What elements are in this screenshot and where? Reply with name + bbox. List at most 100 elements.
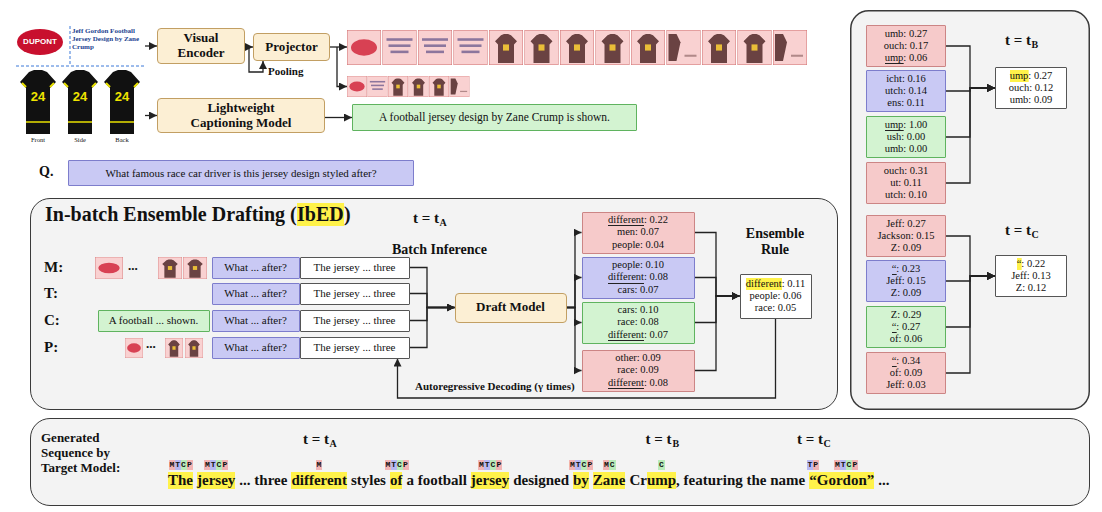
image-tile [383, 30, 417, 65]
box-text: The jersey ... three [314, 314, 396, 327]
box-text: cars: 0.07 [618, 284, 659, 296]
box-text: different: 0.22 [608, 214, 668, 226]
box-text: “: 0.27 [892, 321, 921, 333]
edge-label: Autoregressive Decoding (γ times) [415, 380, 575, 393]
source-marker: MTCP [834, 460, 858, 470]
box-text: ens: 0.11 [887, 97, 925, 109]
question-box: What ... after? [212, 283, 300, 305]
sequence-token: ... three [239, 472, 287, 489]
box-text: “: 0.23 [892, 263, 921, 275]
box-text: The jersey ... three [314, 341, 396, 354]
sequence-token: The [168, 472, 193, 489]
sequence-token: jersey [471, 472, 509, 489]
box-text: Visual Encoder [165, 31, 237, 61]
prefix-box: The jersey ... three [300, 257, 410, 279]
jersey-figure [62, 70, 98, 134]
image-tile [388, 76, 408, 97]
step-label: Ensemble Rule [735, 226, 815, 258]
connector-arrow [245, 46, 253, 47]
connector-arrow [410, 294, 455, 308]
box-text: people: 0.10 [612, 259, 664, 271]
sequence-token: styles [351, 472, 386, 489]
box-text: Lightweight Captioning Model [179, 101, 304, 131]
row-label: P: [44, 339, 58, 356]
distribution-box: other: 0.09race: 0.09different: 0.08 [582, 350, 695, 392]
box-text: race: 0.09 [617, 364, 658, 376]
panel-title: ) [344, 203, 351, 226]
prefix-box: The jersey ... three [300, 337, 410, 359]
image-tile [125, 338, 143, 358]
image-tile [596, 30, 630, 65]
box-text: ump: 0.27 [1010, 70, 1053, 82]
box-text: people: 0.06 [750, 290, 802, 302]
connector-arrow [410, 308, 455, 321]
panel-title: IbED [297, 203, 344, 226]
branch-arrow [330, 46, 347, 47]
box-text: of: 0.09 [890, 367, 923, 379]
image-tile [525, 30, 559, 65]
image-text: Front [23, 136, 53, 143]
box-text: The jersey ... three [314, 287, 396, 300]
jersey-figure [104, 70, 140, 134]
timestep-subscript: B [673, 438, 680, 450]
row-label: C: [44, 312, 60, 329]
image-tile [183, 257, 207, 279]
box-text: Jeff: 0.15 [886, 275, 925, 287]
image-tile [667, 30, 701, 65]
image-text: Back [107, 136, 137, 143]
box-text: What ... after? [224, 261, 287, 274]
box-text: umb: 0.27 [885, 28, 928, 40]
step-label: Batch Inference [392, 242, 487, 258]
sequence-token: ... [878, 472, 889, 489]
timestep-subscript: A [440, 217, 447, 229]
model-box: Draft Model [455, 293, 567, 323]
box-text: Q. [39, 164, 53, 180]
distribution-box: “: 0.34of: 0.09Jeff: 0.03 [866, 352, 946, 394]
connector-arrow [567, 233, 582, 308]
box-text: utch: 0.14 [885, 85, 927, 97]
connector-arrow [145, 45, 157, 46]
ensemble-box: ump: 0.27ouch: 0.12umb: 0.09 [995, 67, 1067, 109]
image-tile [454, 30, 488, 65]
image-tile [489, 30, 523, 65]
box-text: other: 0.09 [615, 352, 661, 364]
connector-arrow [145, 115, 157, 116]
timestep-subscript: C [1032, 229, 1039, 241]
ensemble-box: different: 0.11people: 0.06race: 0.05 [740, 274, 812, 319]
image-text: DUPONT [20, 37, 60, 46]
box-text: umb: 0.00 [885, 143, 928, 155]
box-text: of: 0.06 [890, 333, 923, 345]
panel-ground [31, 419, 1090, 506]
timestep-label: t = t [413, 210, 439, 227]
connector-arrow [695, 233, 740, 297]
box-text: ump: 0.06 [885, 52, 928, 64]
image-tile [185, 338, 203, 358]
question-box: What ... after? [212, 337, 300, 359]
box-text: cars: 0.10 [618, 304, 659, 316]
image-tile [347, 30, 381, 65]
box-text: The jersey ... three [314, 261, 396, 274]
sequence-token: jersey [197, 472, 235, 489]
distribution-box: Jeff: 0.27Jackson: 0.15Z: 0.09 [866, 215, 946, 257]
connector-arrow [695, 278, 740, 297]
connector-arrow [567, 278, 582, 308]
image-tile [631, 30, 665, 65]
box-text: icht: 0.16 [886, 73, 926, 85]
timestep-label: t = t [646, 431, 672, 448]
source-marker: MC [603, 460, 616, 470]
distribution-box: “: 0.23Jeff: 0.15Z: 0.09 [866, 260, 946, 302]
row-label: T: [44, 285, 58, 302]
box-text: ouch: 0.17 [884, 40, 928, 52]
box-text: Z: 0.12 [1016, 282, 1046, 294]
module-box: Visual Encoder [157, 28, 245, 64]
box-text: different: 0.08 [608, 377, 668, 389]
prefix-box: The jersey ... three [300, 283, 410, 305]
connector-arrow [567, 308, 582, 323]
box-text: Jeff: 0.13 [1011, 270, 1050, 282]
box-text: What famous race car driver is this jers… [105, 167, 376, 180]
distribution-box: Z: 0.29“: 0.27of: 0.06 [866, 306, 946, 348]
question-box: What ... after? [212, 310, 300, 332]
question-box: What ... after? [212, 257, 300, 279]
distribution-box: people: 0.10different: 0.08cars: 0.07 [582, 257, 695, 299]
